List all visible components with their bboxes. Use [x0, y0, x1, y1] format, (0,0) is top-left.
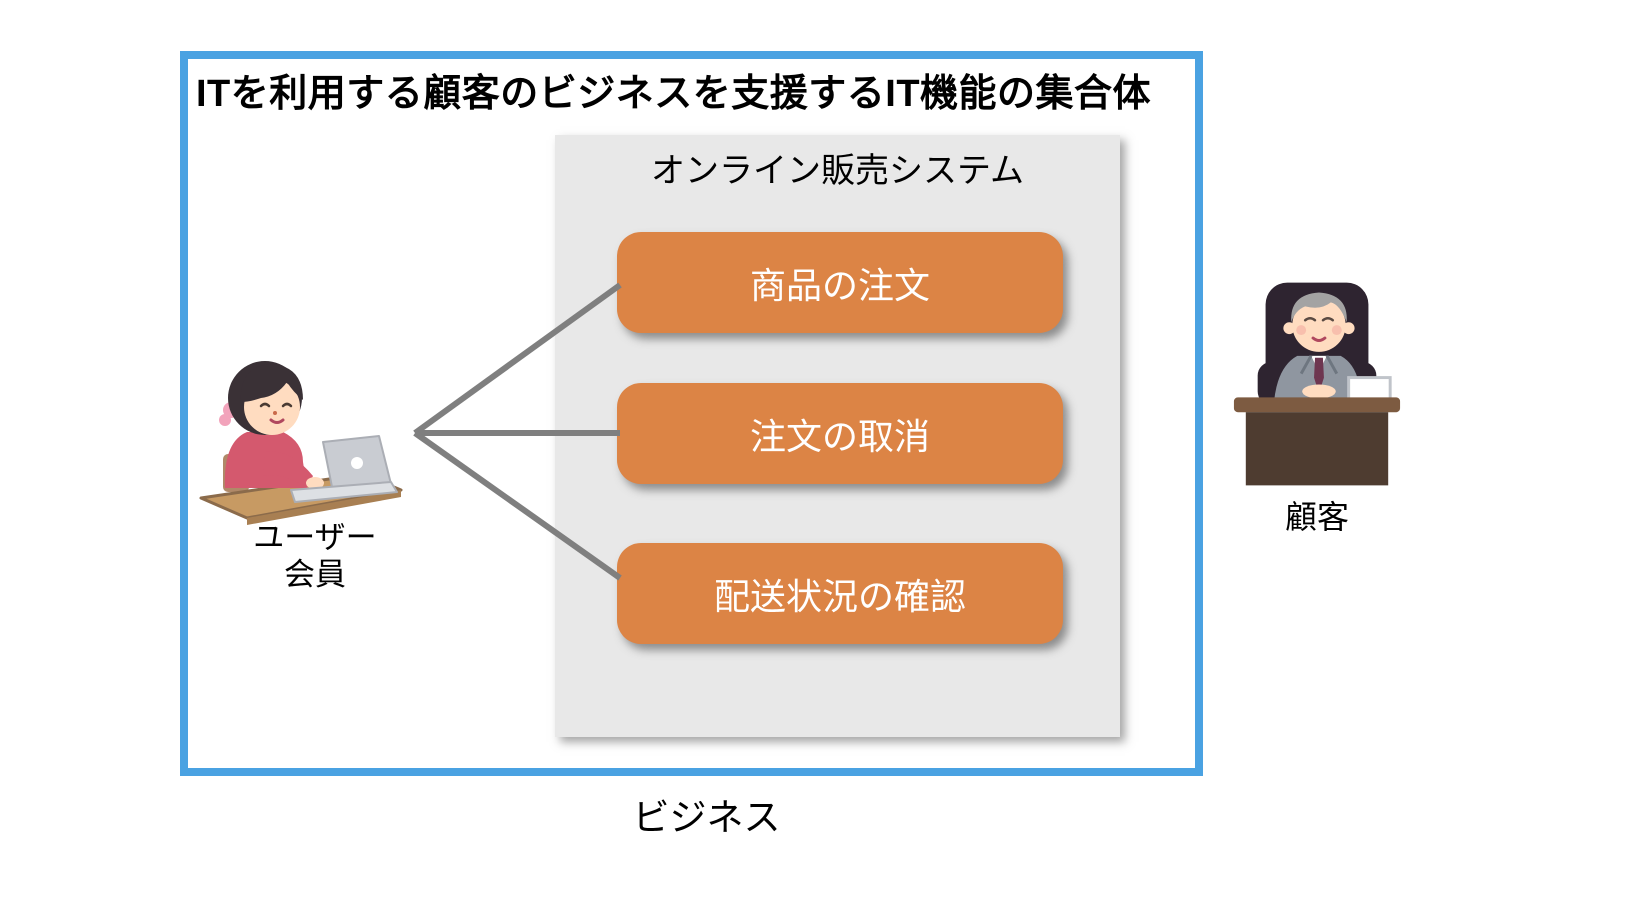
user-label: ユーザー 会員 — [225, 520, 405, 593]
customer-body — [1273, 355, 1361, 410]
panel-title: オンライン販売システム — [651, 152, 1024, 190]
function-box-order: 商品の注文 — [617, 232, 1063, 333]
nameplate — [1347, 376, 1392, 402]
online-sales-system-panel: オンライン販売システム 商品の注文 注文の取消 配送状況の確認 — [555, 135, 1120, 737]
function-box-delivery-status: 配送状況の確認 — [617, 543, 1063, 644]
it-boundary-box — [180, 51, 1203, 776]
user-illustration — [199, 361, 403, 525]
customer-head — [1283, 292, 1355, 352]
function-label-order: 商品の注文 — [749, 264, 930, 306]
laptop-icon — [290, 435, 398, 503]
customer-desk — [1233, 397, 1401, 486]
function-label-delivery-status: 配送状況の確認 — [713, 575, 966, 617]
function-box-cancel: 注文の取消 — [617, 383, 1063, 484]
user-label-line2: 会員 — [284, 556, 346, 592]
business-caption: ビジネス — [632, 797, 781, 838]
customer-illustration — [1233, 282, 1401, 486]
boundary-title: ITを利用する顧客のビジネスを支援するIT機能の集合体 — [196, 73, 1152, 115]
user-label-line1: ユーザー — [253, 520, 377, 555]
customer-label: 顧客 — [1284, 499, 1349, 535]
user-head — [219, 361, 303, 435]
user-body — [224, 432, 324, 489]
function-label-cancel: 注文の取消 — [749, 415, 930, 457]
